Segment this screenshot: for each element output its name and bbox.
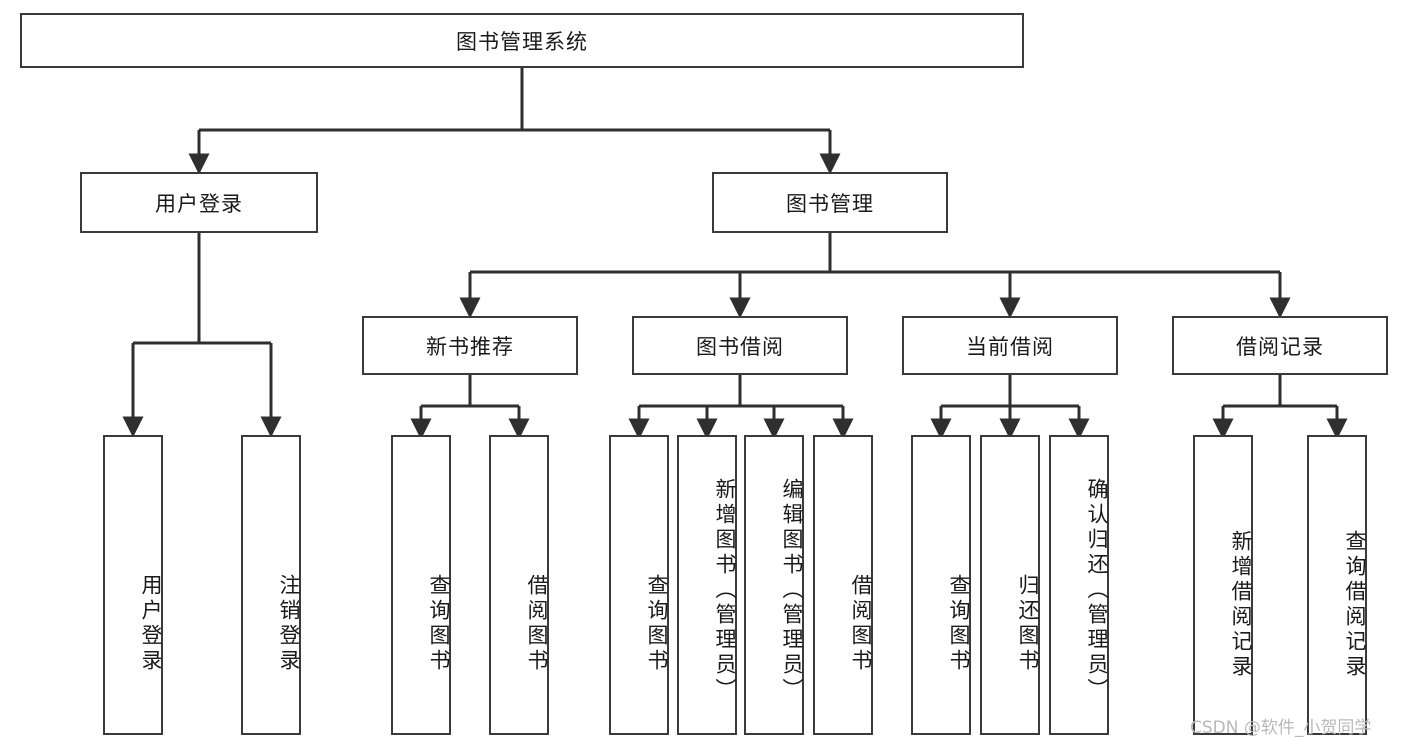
- leaf-record-query-borrow-record[interactable]: 查询借阅记录: [1307, 435, 1367, 735]
- node-book-management[interactable]: 图书管理: [712, 172, 948, 233]
- edge-group-borrow-to-leaves: [628, 375, 854, 440]
- leaf-current-confirm-return-admin[interactable]: 确认归还（管理员）: [1049, 435, 1109, 735]
- leaf-user-logout[interactable]: 注销登录: [241, 435, 301, 735]
- leaf-current-return-book[interactable]: 归还图书: [980, 435, 1040, 735]
- node-book-borrow[interactable]: 图书借阅: [632, 316, 848, 375]
- edge-group-current-to-leaves: [930, 375, 1090, 440]
- leaf-user-login[interactable]: 用户登录: [103, 435, 163, 735]
- edge-group-login-to-leaves: [122, 233, 282, 438]
- leaf-current-query-book[interactable]: 查询图书: [911, 435, 971, 735]
- node-new-book-recommend[interactable]: 新书推荐: [362, 316, 578, 375]
- edge-group-root-to-level2: [188, 68, 841, 175]
- node-root-system[interactable]: 图书管理系统: [20, 13, 1024, 68]
- node-current-borrow[interactable]: 当前借阅: [902, 316, 1118, 375]
- node-borrow-records[interactable]: 借阅记录: [1172, 316, 1388, 375]
- leaf-record-add-borrow-record[interactable]: 新增借阅记录: [1193, 435, 1253, 735]
- leaf-borrow-add-book-admin[interactable]: 新增图书（管理员）: [677, 435, 737, 735]
- edge-group-bookmgmt-to-level3: [459, 233, 1291, 319]
- leaf-borrow-query-book[interactable]: 查询图书: [609, 435, 669, 735]
- node-user-login[interactable]: 用户登录: [80, 172, 318, 233]
- leaf-borrow-lend-book[interactable]: 借阅图书: [813, 435, 873, 735]
- edge-group-newbook-to-leaves: [410, 375, 530, 440]
- edge-group-records-to-leaves: [1212, 375, 1348, 440]
- leaf-borrow-edit-book-admin[interactable]: 编辑图书（管理员）: [744, 435, 804, 735]
- leaf-new-book-borrow[interactable]: 借阅图书: [489, 435, 549, 735]
- leaf-new-book-query[interactable]: 查询图书: [391, 435, 451, 735]
